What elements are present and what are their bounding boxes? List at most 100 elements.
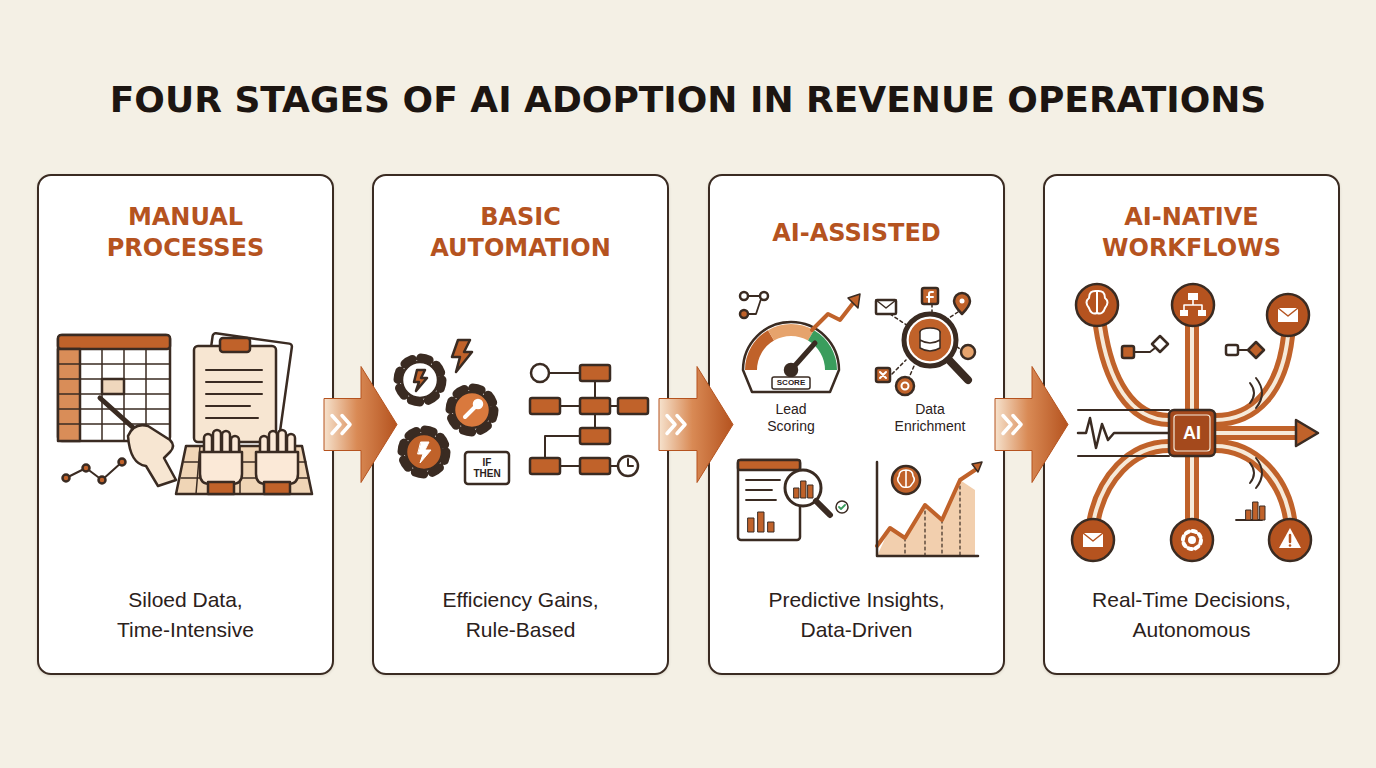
arrow-chevron: [342, 416, 350, 434]
flow-decorations-part: [1246, 510, 1251, 520]
hub-icons-part: [1083, 533, 1103, 541]
flowchart-icon-part: [618, 398, 648, 414]
gear-icon-part: [474, 400, 482, 408]
score-gauge-part: [785, 364, 797, 376]
hub-icons-part: [1188, 293, 1198, 300]
flow-decorations-part: [1128, 344, 1262, 520]
mini-network: [740, 292, 768, 318]
typing-hands-part: [256, 452, 298, 484]
hub-icons-part: [1184, 300, 1202, 310]
flowchart-icon-part: [531, 364, 549, 382]
gear-icon-part: [398, 358, 442, 402]
enrichment-magnifier-part: [960, 299, 965, 304]
hand-with-pen-part: [100, 398, 138, 432]
report-icon-part: [808, 485, 813, 498]
report-icon-part: [738, 460, 800, 470]
mini-network-part: [740, 310, 748, 318]
flow-decorations: [1122, 336, 1265, 520]
gear-icon-part: [402, 362, 438, 398]
arrow-chevron: [1003, 416, 1011, 434]
report-icon: [738, 460, 848, 540]
arrow-chevron: [332, 416, 340, 434]
stage-description: Siloed Data, Time-Intensive: [111, 585, 261, 645]
flow-decorations-part: [1122, 346, 1134, 358]
hub-icons: [1072, 284, 1311, 561]
forecast-chart: [877, 462, 982, 556]
arrow-chevron: [1013, 416, 1021, 434]
score-gauge-part: [771, 330, 811, 335]
report-icon-part: [839, 505, 845, 509]
mini-network-part: [740, 292, 748, 300]
report-icon-part: [794, 488, 799, 498]
hub-icons-part: [1269, 519, 1311, 561]
clipboard-icon-part: [220, 338, 250, 352]
enrichment-magnifier-part: [961, 345, 975, 359]
pipe-highlights-part: [1100, 326, 1169, 420]
growth-arrow: [812, 294, 860, 330]
forecast-chart-part: [898, 470, 915, 487]
hub-icons-part: [1087, 291, 1108, 314]
output-arrowhead-part: [1296, 420, 1318, 446]
typing-hands-part: [208, 482, 234, 494]
output-arrowhead: [1296, 420, 1318, 446]
lightning-icon-part: [452, 340, 472, 372]
rule-box-part: [465, 452, 509, 484]
forecast-chart-part: [972, 462, 982, 472]
arrow-chevron: [677, 416, 685, 434]
spreadsheet-icon-part: [58, 349, 170, 441]
enrichment-magnifier-part: [896, 377, 914, 395]
hub-icons-part: [1183, 531, 1201, 549]
gauge-label: SCORE: [771, 378, 811, 388]
gear-icon-part: [450, 388, 494, 432]
spreadsheet-icon: [58, 335, 170, 441]
signal-inputs-part: [1078, 418, 1169, 448]
gear-icon-part: [406, 434, 442, 470]
report-icon-part: [758, 512, 764, 532]
spreadsheet-icon-part: [102, 379, 124, 394]
flow-decorations-part: [1226, 345, 1238, 355]
hub-icons-part: [1072, 519, 1114, 561]
stage-heading: BASIC AUTOMATION: [374, 200, 667, 266]
clipboard-icon: [194, 333, 292, 442]
spreadsheet-icon-part: [58, 335, 170, 441]
enrichment-magnifier-part: [902, 383, 909, 390]
pipe-highlights: [1094, 326, 1296, 519]
enrichment-magnifier-part: [876, 368, 890, 382]
hub-icons-part: [1289, 535, 1292, 542]
hub-icons-part: [1171, 519, 1213, 561]
enrichment-magnifier-part: [954, 293, 970, 314]
data-pipes-part: [1215, 446, 1290, 519]
flow-decorations-part: [1248, 342, 1264, 358]
ai-chip-part: [1169, 410, 1215, 456]
clipboard-icon-part: [194, 346, 276, 442]
data-pipes-part: [1185, 456, 1199, 519]
flowchart-icon-part: [580, 458, 610, 474]
score-gauge-part: [772, 377, 810, 389]
chip-label: AI: [1172, 423, 1212, 443]
hub-icons-part: [1278, 308, 1298, 322]
flow-arrow: [324, 367, 397, 483]
trend-dots-part: [63, 475, 70, 482]
signal-inputs-part: [1078, 410, 1169, 456]
score-gauge-part: [751, 335, 771, 370]
hub-icons-part: [1083, 533, 1103, 547]
flow-decorations-part: [1152, 336, 1168, 352]
trend-dots-part: [119, 459, 126, 466]
enrichment-magnifier-part: [949, 360, 968, 380]
typing-hands-part: [200, 452, 242, 484]
pipe-highlights-part: [1215, 336, 1288, 420]
stage-heading: AI-NATIVE WORKFLOWS: [1045, 200, 1338, 266]
pipe-highlights-part: [1215, 431, 1296, 435]
hub-icons-part: [1076, 284, 1118, 326]
gear-icon-part: [414, 370, 427, 391]
score-gauge-part: [743, 322, 839, 392]
flowchart-icon-part: [580, 365, 610, 381]
keyboard-icon-part: [181, 446, 309, 494]
enrichment-magnifier-part: [880, 372, 886, 378]
hand-with-pen-part: [128, 425, 176, 486]
flowchart-icon-part: [628, 459, 633, 466]
report-icon-part: [801, 481, 806, 498]
pipe-highlights-part: [1215, 446, 1290, 519]
spreadsheet-icon-part: [58, 335, 170, 349]
